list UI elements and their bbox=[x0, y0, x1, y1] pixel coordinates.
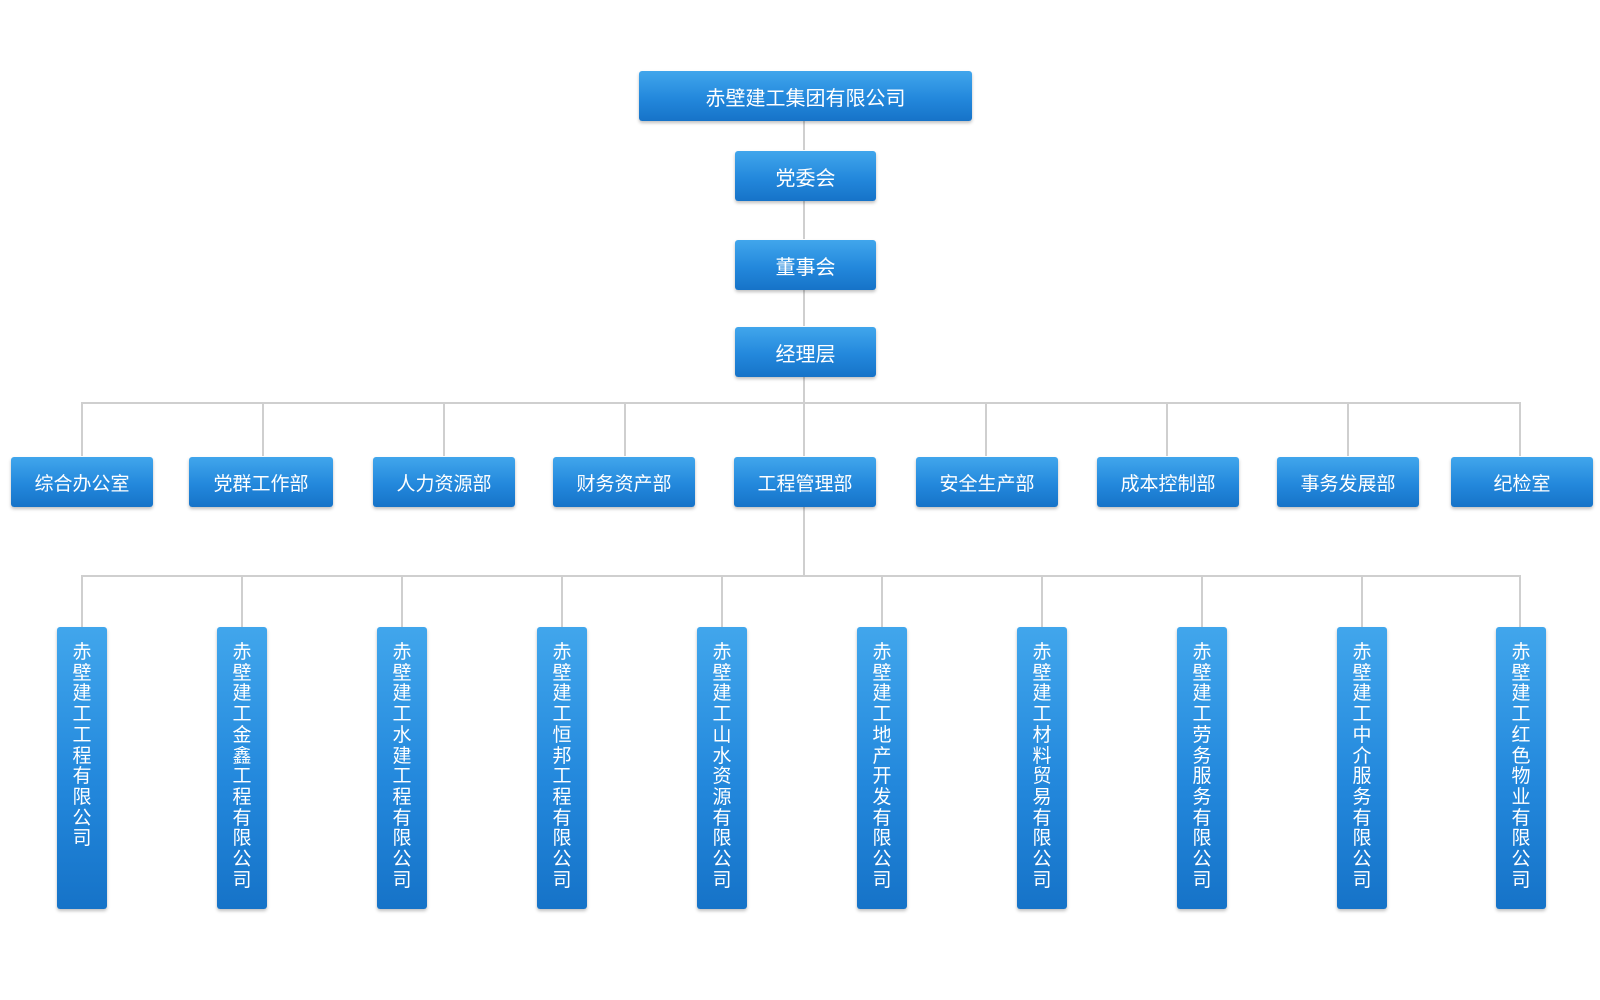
connector-line bbox=[985, 402, 987, 456]
connector-line bbox=[881, 575, 883, 627]
node-sub-materials: 赤壁建工材料贸易有限公司 bbox=[1017, 627, 1067, 909]
node-dept-affairs: 事务发展部 bbox=[1277, 457, 1419, 507]
connector-line bbox=[803, 200, 805, 239]
node-dept-general-office: 综合办公室 bbox=[11, 457, 153, 507]
connector-line bbox=[401, 575, 403, 627]
connector-line bbox=[1201, 575, 1203, 627]
node-sub-real-estate: 赤壁建工地产开发有限公司 bbox=[857, 627, 907, 909]
connector-line bbox=[561, 575, 563, 627]
connector-line bbox=[721, 575, 723, 627]
connector-line bbox=[1519, 575, 1521, 627]
node-sub-hengbang: 赤壁建工恒邦工程有限公司 bbox=[537, 627, 587, 909]
node-dept-safety: 安全生产部 bbox=[916, 457, 1058, 507]
connector-line bbox=[1347, 402, 1349, 456]
node-dept-discipline: 纪检室 bbox=[1451, 457, 1593, 507]
connector-line bbox=[1519, 402, 1521, 456]
node-management: 经理层 bbox=[735, 327, 876, 377]
connector-line bbox=[624, 402, 626, 456]
connector-line bbox=[803, 506, 805, 576]
connector-line bbox=[1361, 575, 1363, 627]
node-sub-agency: 赤壁建工中介服务有限公司 bbox=[1337, 627, 1387, 909]
connector-line bbox=[81, 402, 1521, 404]
node-board: 董事会 bbox=[735, 240, 876, 290]
connector-line bbox=[1166, 402, 1168, 456]
connector-line bbox=[81, 575, 1521, 577]
connector-line bbox=[803, 120, 805, 150]
node-dept-party-mass: 党群工作部 bbox=[189, 457, 333, 507]
node-dept-hr: 人力资源部 bbox=[373, 457, 515, 507]
connector-line bbox=[241, 575, 243, 627]
connector-line bbox=[262, 402, 264, 456]
connector-line bbox=[803, 402, 805, 456]
node-dept-engineering: 工程管理部 bbox=[734, 457, 876, 507]
node-dept-finance: 财务资产部 bbox=[553, 457, 695, 507]
connector-line bbox=[443, 402, 445, 456]
node-dept-cost-control: 成本控制部 bbox=[1097, 457, 1239, 507]
node-sub-jinxin: 赤壁建工金鑫工程有限公司 bbox=[217, 627, 267, 909]
node-party-committee: 党委会 bbox=[735, 151, 876, 201]
node-sub-labor: 赤壁建工劳务服务有限公司 bbox=[1177, 627, 1227, 909]
node-sub-shanshui: 赤壁建工山水资源有限公司 bbox=[697, 627, 747, 909]
node-sub-engineering: 赤壁建工工程有限公司 bbox=[57, 627, 107, 909]
connector-line bbox=[803, 375, 805, 403]
node-sub-water-construction: 赤壁建工水建工程有限公司 bbox=[377, 627, 427, 909]
connector-line bbox=[803, 288, 805, 326]
node-sub-property: 赤壁建工红色物业有限公司 bbox=[1496, 627, 1546, 909]
node-group-company: 赤壁建工集团有限公司 bbox=[639, 71, 972, 121]
connector-line bbox=[1041, 575, 1043, 627]
connector-line bbox=[81, 402, 83, 456]
connector-line bbox=[81, 575, 83, 627]
